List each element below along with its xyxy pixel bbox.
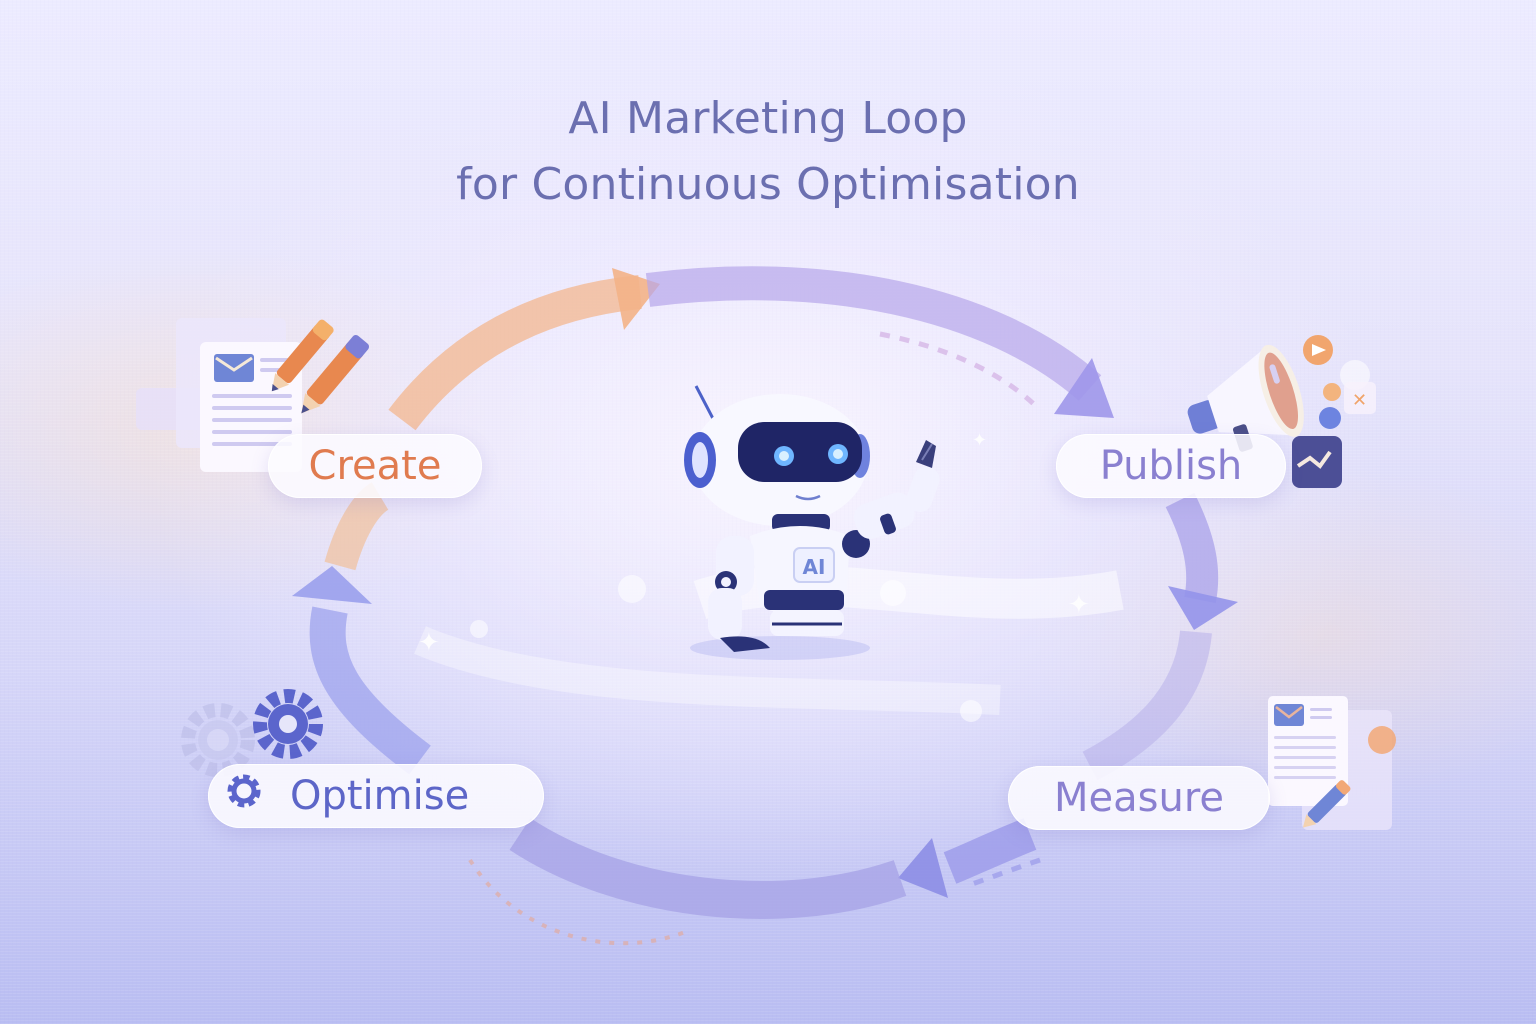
robot-mascot: AI — [660, 376, 960, 670]
stage-publish[interactable]: Publish — [1056, 434, 1286, 498]
stage-optimise[interactable]: Optimise — [208, 764, 544, 828]
arrow-create-to-publish — [388, 266, 1114, 431]
bokeh-dot — [880, 580, 906, 606]
gear-icon — [224, 771, 264, 821]
arrow-measure-to-optimise — [468, 818, 1041, 946]
bokeh-dot — [960, 700, 982, 722]
stage-optimise-label: Optimise — [290, 773, 470, 819]
report-pencil-icon — [1262, 690, 1412, 844]
arrow-publish-to-measure — [1082, 492, 1238, 781]
megaphone-icon: ✕ — [1180, 320, 1380, 504]
title-line-1: AI Marketing Loop — [568, 93, 968, 144]
bokeh-dot — [618, 575, 646, 603]
stage-create-label: Create — [308, 443, 442, 489]
sparkle-icon: ✦ — [972, 430, 988, 451]
svg-text:✕: ✕ — [1352, 390, 1367, 411]
stage-publish-label: Publish — [1099, 443, 1243, 489]
stage-measure-label: Measure — [1054, 775, 1224, 821]
title-line-2: for Continuous Optimisation — [456, 159, 1080, 210]
document-pencils-icon — [136, 312, 396, 486]
stage-measure[interactable]: Measure — [1008, 766, 1270, 830]
gears-icon — [168, 680, 328, 794]
bokeh-dot — [470, 620, 488, 638]
page-title: AI Marketing Loop for Continuous Optimis… — [0, 86, 1536, 218]
robot-chest-badge: AI — [803, 555, 826, 579]
sparkle-icon: ✦ — [418, 628, 440, 658]
sparkle-icon: ✦ — [1068, 590, 1090, 620]
arrow-optimise-to-create — [292, 482, 431, 775]
stage-create[interactable]: Create — [268, 434, 482, 498]
